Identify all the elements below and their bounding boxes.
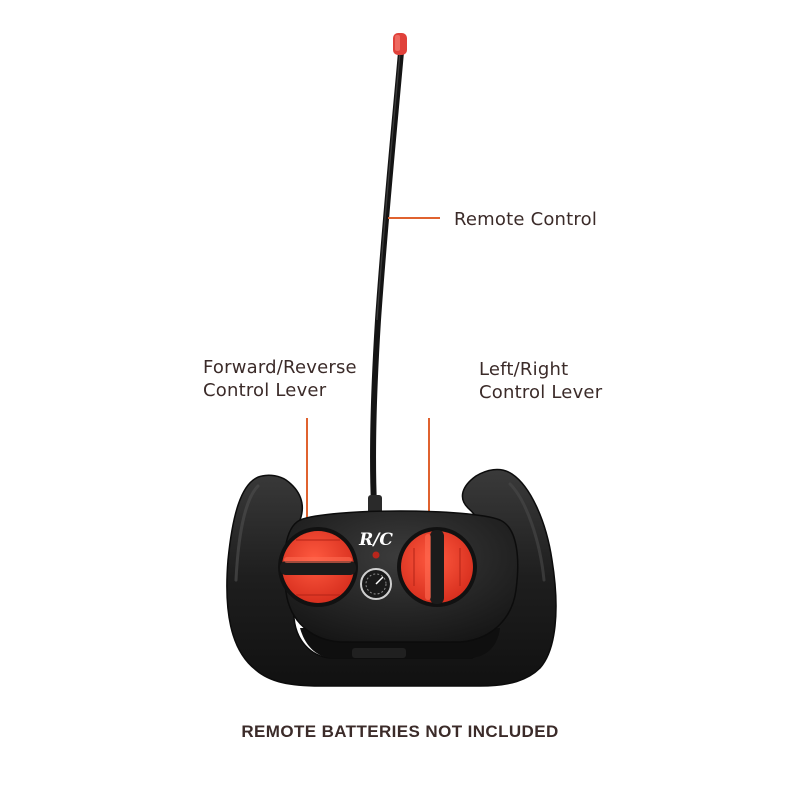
label-forward-reverse-line2: Control Lever — [203, 380, 327, 401]
brand-mark: R/C — [358, 530, 393, 550]
label-left-right-line1: Left/Right — [479, 359, 569, 380]
label-forward-reverse-line1: Forward/Reverse — [203, 357, 357, 378]
trim-dial-icon[interactable] — [360, 568, 392, 600]
label-remote-control-text: Remote Control — [454, 209, 598, 230]
batteries-notice: REMOTE BATTERIES NOT INCLUDED — [241, 722, 559, 741]
pointer-lines — [306, 217, 440, 518]
label-left-right: Left/Right Control Lever — [479, 358, 602, 404]
power-led — [372, 551, 380, 559]
label-left-right-line2: Control Lever — [479, 382, 603, 403]
antenna — [368, 33, 407, 517]
label-forward-reverse: Forward/Reverse Control Lever — [203, 356, 357, 402]
left-right-lever[interactable] — [397, 527, 477, 607]
forward-reverse-lever[interactable] — [278, 527, 358, 607]
label-remote-control: Remote Control — [454, 208, 597, 231]
controller-body — [226, 468, 557, 687]
